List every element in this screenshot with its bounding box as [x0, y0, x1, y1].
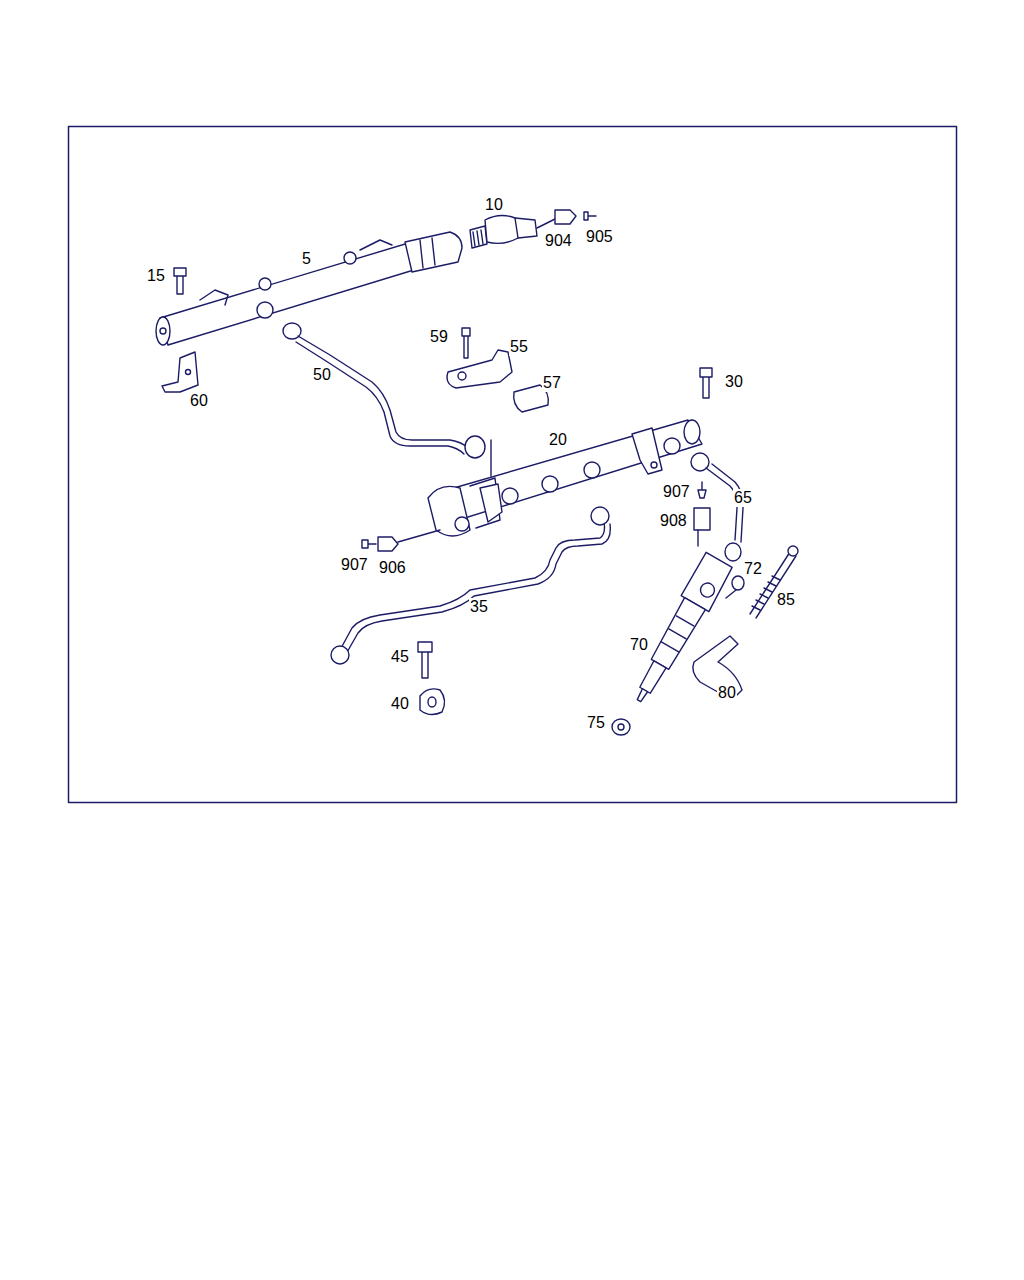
callout-number: 908	[659, 512, 688, 530]
callout-number: 45	[390, 648, 410, 666]
callout-number: 907	[340, 556, 369, 574]
callout-number: 10	[484, 196, 504, 214]
callout-number: 906	[378, 559, 407, 577]
callout-number: 40	[390, 695, 410, 713]
callout-number: 904	[544, 232, 573, 250]
callout-number: 80	[717, 684, 737, 702]
callout-number: 57	[542, 374, 562, 392]
callout-number: 15	[146, 267, 166, 285]
callout-number: 59	[429, 328, 449, 346]
callout-number: 907	[662, 483, 691, 501]
callout-number: 55	[509, 338, 529, 356]
callout-number: 30	[724, 373, 744, 391]
callout-number: 5	[301, 250, 312, 268]
callout-number: 35	[469, 598, 489, 616]
callout-number: 60	[189, 392, 209, 410]
callout-number: 75	[586, 714, 606, 732]
callout-number: 65	[733, 489, 753, 507]
callout-number: 905	[585, 228, 614, 246]
callout-number: 72	[743, 560, 763, 578]
callout-number: 85	[776, 591, 796, 609]
callout-number: 20	[548, 431, 568, 449]
callout-number: 50	[312, 366, 332, 384]
callout-number: 70	[629, 636, 649, 654]
